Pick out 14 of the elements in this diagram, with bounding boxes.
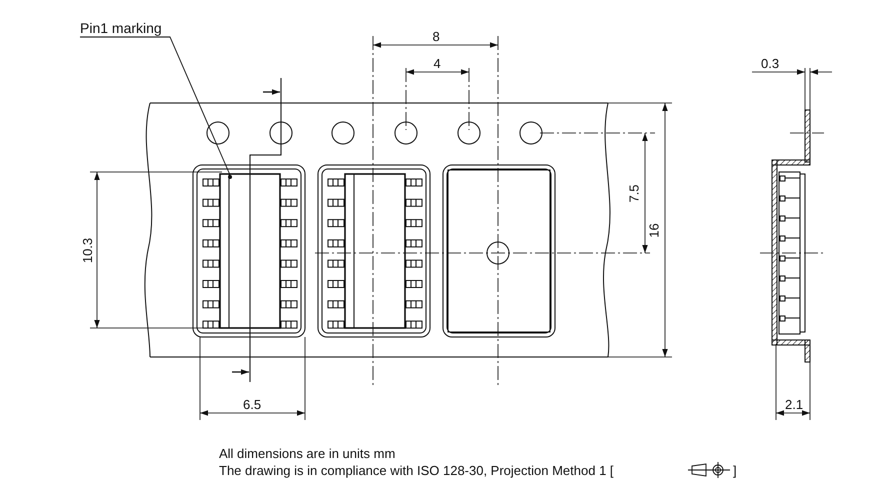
pin1-mark — [228, 175, 232, 179]
dimension-text: 4 — [434, 56, 441, 70]
callout-text: Pin1 marking — [80, 21, 162, 36]
bracket-text: ] — [733, 463, 737, 478]
note-text: The drawing is in compliance with ISO 128-30, Projection Method 1 [ — [219, 463, 614, 478]
dimension-text: 2.1 — [785, 396, 804, 412]
note-text: All dimensions are in units mm — [219, 446, 396, 461]
dimension-text: 8 — [432, 28, 440, 44]
dimension-text: 0.3 — [761, 56, 780, 70]
dimension-text: 16 — [646, 222, 662, 238]
leader-line — [80, 36, 230, 176]
dimension-text: 10.3 — [80, 237, 95, 263]
dimension-text: 7.5 — [626, 184, 642, 202]
dimension-text: 6.5 — [243, 396, 262, 412]
